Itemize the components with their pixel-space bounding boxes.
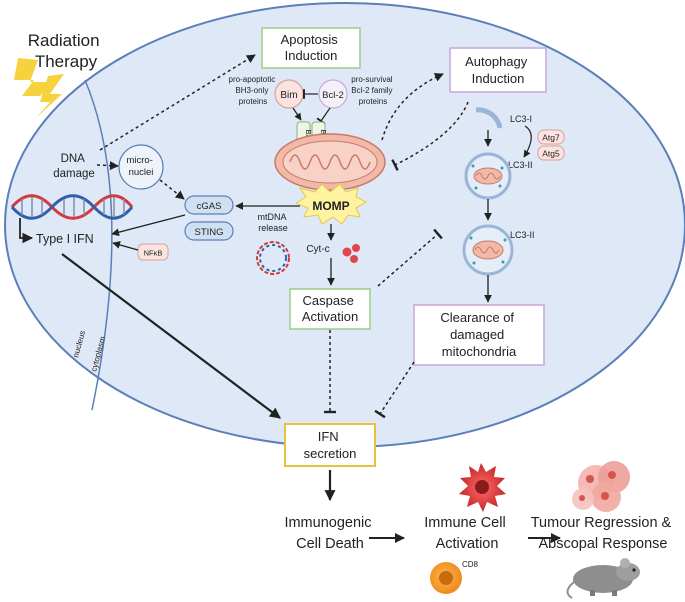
- radiation-therapy-title: Radiation Therapy: [28, 31, 105, 71]
- phagophore-icon: [475, 107, 503, 129]
- atg5-label: Atg5: [542, 149, 560, 159]
- immunogenic-cell-death-label: Immunogenic Cell Death: [284, 515, 375, 552]
- ifn-secretion-label: IFN secretion: [304, 429, 357, 461]
- nfkb-label: NFκB: [144, 249, 163, 258]
- bcl2-label: Bcl-2: [322, 90, 344, 101]
- cgas-box: [184, 195, 234, 215]
- inhibit-autophagy-to-mitochondria: [391, 101, 469, 171]
- arrow-nfkb-to-type1-ifn: [112, 241, 139, 251]
- arrow-lc3i-to-lc3ii: [523, 125, 532, 158]
- cytc-molecule-icon: [342, 244, 360, 263]
- nuclear-envelope: [84, 79, 113, 411]
- arrow-micronuclei-to-cgas: [159, 179, 185, 200]
- cell-membrane: [4, 2, 685, 448]
- arrow-type1-ifn-to-ifn-secretion: [61, 253, 281, 419]
- momp-label: MOMP: [312, 199, 349, 213]
- arrow-bim-to-bak: [292, 107, 302, 121]
- lc3i-label: LC3-I: [510, 114, 532, 124]
- cd8-label: CD8: [462, 560, 479, 569]
- arrow-cgas-sting-to-type1-ifn: [111, 214, 186, 237]
- lightning-bolt-icon-secondary: [36, 74, 64, 118]
- apoptosis-induction-box: [261, 27, 361, 69]
- bim-label: Bim: [280, 90, 297, 101]
- immune-cell-activation-label: Immune Cell Activation: [424, 515, 509, 552]
- clearance-label: Clearance of damaged mitochondria: [440, 310, 517, 359]
- momp-burst-icon: [294, 183, 368, 225]
- micronuclei-label: micro- nuclei: [126, 155, 155, 178]
- atg5-box: [537, 145, 565, 161]
- pro-apoptotic-label: pro-apoptotic BH3-only proteins: [229, 75, 278, 106]
- mouse-icon: [566, 558, 640, 599]
- inhibit-bcl2-to-bax: [316, 107, 331, 125]
- gene-arrow: [19, 218, 34, 244]
- autophagosome-icon: [464, 152, 512, 200]
- dendritic-cell-icon: [459, 463, 506, 512]
- mitochondrion-icon: [274, 133, 386, 191]
- sting-label: STING: [194, 227, 223, 238]
- type1-ifn-label: Type I IFN: [36, 232, 94, 246]
- inhibit-caspase-to-autophagy: [377, 228, 443, 287]
- sting-box: [184, 221, 234, 241]
- autophagy-induction-label: Autophagy Induction: [465, 54, 531, 86]
- ifn-secretion-box: [284, 423, 376, 467]
- dna-helix-icon: [10, 194, 134, 220]
- lightning-bolt-icon: [14, 58, 52, 108]
- tumour-regression-label: Tumour Regression & Abscopal Response: [531, 515, 676, 552]
- atg7-label: Atg7: [542, 133, 560, 143]
- lc3ii-label-2: LC3-II: [510, 230, 535, 240]
- mtdna-circle-icon: [256, 241, 290, 275]
- apoptosis-induction-label: Apoptosis Induction: [281, 32, 342, 63]
- lc3ii-label-1: LC3-II: [508, 160, 533, 170]
- arrow-dna-to-apoptosis: [99, 54, 256, 151]
- cytc-label: Cyt-c: [306, 244, 329, 255]
- autophagy-induction-box: [449, 47, 547, 93]
- mtdna-release-label: mtDNA release: [257, 212, 288, 233]
- dna-damage-label: DNA damage: [53, 153, 95, 180]
- bcl2-circle: [318, 79, 348, 109]
- cd8-t-cell-icon: [430, 562, 462, 594]
- clearance-box: [413, 304, 545, 366]
- autolysosome-icon: [462, 224, 514, 276]
- pro-survival-label: pro-survival Bcl-2 family proteins: [351, 75, 395, 106]
- micronuclei-circle: [118, 144, 164, 190]
- caspase-activation-label: Caspase Activation: [302, 293, 358, 324]
- caspase-activation-box: [289, 288, 371, 330]
- atg7-box: [537, 129, 565, 145]
- cgas-label: cGAS: [197, 201, 222, 212]
- bim-circle: [274, 79, 304, 109]
- nfkb-box: [137, 243, 169, 261]
- inhibit-clearance-to-ifn-secretion: [374, 361, 415, 419]
- tumour-cluster-icon: [572, 461, 630, 512]
